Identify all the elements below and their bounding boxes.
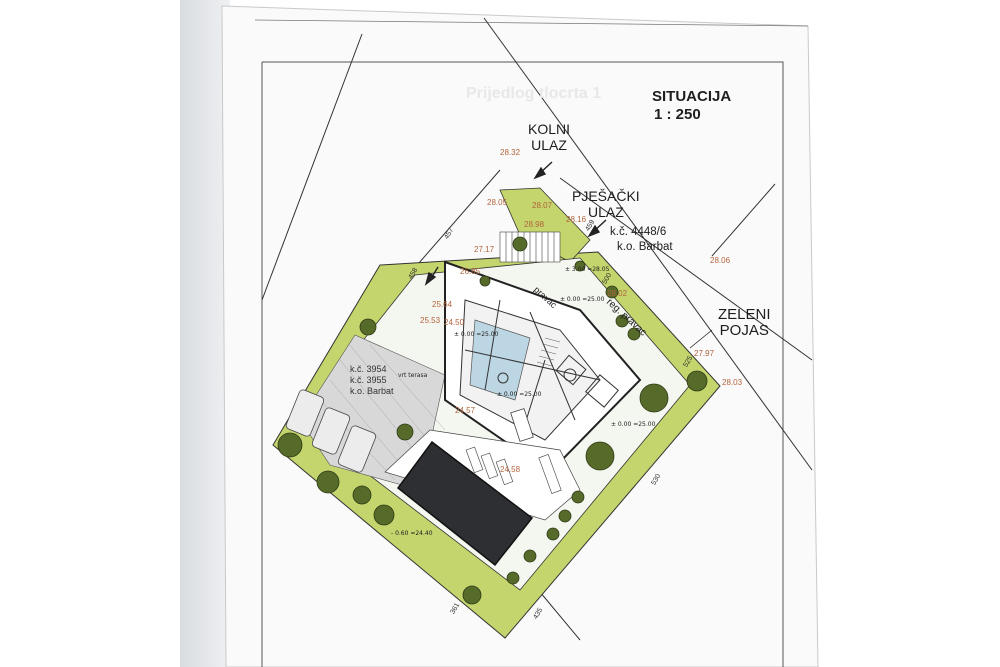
cadastral-label: k.o. Barbat bbox=[617, 241, 673, 253]
level-mark: ± 0.00 =25.00 bbox=[560, 296, 605, 303]
green-belt-label: ZELENI POJAS bbox=[718, 307, 771, 339]
inner-frame bbox=[254, 19, 809, 27]
interior-walls bbox=[464, 299, 619, 441]
stair-hall bbox=[469, 319, 531, 401]
neighbour-parcel-line1: k.č. 3954 bbox=[350, 364, 387, 374]
drawing-frame bbox=[262, 61, 784, 667]
level-mark: ± 0.00 =25.00 bbox=[611, 421, 656, 428]
elevation-mark: 24.58 bbox=[500, 465, 521, 474]
elevation-mark: 27.17 bbox=[474, 245, 495, 254]
swimming-pool bbox=[396, 440, 534, 567]
sunbeds bbox=[465, 446, 562, 495]
vehicle-entrance-line2: ULAZ bbox=[531, 137, 567, 153]
pedestrian-entrance-label: PJEŠAČKI ULAZ bbox=[572, 188, 640, 220]
green-wedge bbox=[499, 187, 591, 263]
scale-text: 1 : 250 bbox=[654, 106, 701, 123]
elevation-mark: 28.32 bbox=[500, 148, 521, 157]
arrows bbox=[424, 161, 713, 349]
level-mark: - 0.60 =24.40 bbox=[391, 530, 433, 537]
watermark-text: Prijedlog tlocrta 1 bbox=[466, 85, 602, 102]
pedestrian-entrance-line1: PJEŠAČKI bbox=[572, 188, 640, 204]
neighbour-parcel-line3: k.o. Barbat bbox=[350, 386, 394, 396]
elevation-mark: 28.16 bbox=[566, 215, 587, 224]
elevation-mark: 28.06 bbox=[710, 256, 731, 265]
elevation-mark: 26.85 bbox=[460, 267, 481, 276]
dining-table bbox=[510, 408, 534, 442]
neighbour-parcel-label: k.č. 3954 k.č. 3955 k.o. Barbat bbox=[350, 364, 394, 397]
level-mark: ± 3.00 =28.05 bbox=[565, 266, 610, 273]
elevation-mark: 24.57 bbox=[455, 406, 476, 415]
vehicle-entrance-label: KOLNI ULAZ bbox=[528, 121, 570, 153]
parcel-label: k.č. 4448/6 bbox=[610, 226, 667, 238]
elevation-mark: 28.98 bbox=[524, 220, 545, 229]
elevation-mark: 28.03 bbox=[722, 378, 743, 387]
pedestrian-entrance-line2: ULAZ bbox=[587, 204, 624, 220]
parked-cars bbox=[285, 389, 377, 473]
elevation-mark: 24.50 bbox=[444, 318, 465, 327]
vehicle-entrance-line1: KOLNI bbox=[528, 121, 571, 137]
elevation-mark: 27.97 bbox=[694, 349, 715, 358]
elevation-mark: 25.64 bbox=[432, 300, 453, 309]
neighbour-parcel-line2: k.č. 3955 bbox=[350, 375, 387, 385]
drawing-title: SITUACIJA 1 : 250 bbox=[652, 88, 731, 124]
green-belt-line1: ZELENI bbox=[718, 306, 771, 323]
trees bbox=[277, 236, 708, 605]
elevation-mark: 28.07 bbox=[532, 201, 553, 210]
paper-edge-shadow bbox=[180, 0, 230, 667]
elevation-mark: 28.05 bbox=[487, 198, 508, 207]
elevation-mark: 28.02 bbox=[607, 289, 628, 298]
elevation-mark: 25.53 bbox=[420, 316, 441, 325]
room-note: vrt terasa bbox=[398, 372, 428, 379]
level-mark: ± 0.00 =25.00 bbox=[497, 391, 542, 398]
stairs bbox=[536, 337, 561, 367]
title-text: SITUACIJA bbox=[652, 88, 732, 105]
green-belt-line2: POJAS bbox=[719, 322, 769, 339]
entrance-stairs bbox=[499, 231, 561, 263]
level-mark: ± 0.00 =25.00 bbox=[454, 331, 499, 338]
